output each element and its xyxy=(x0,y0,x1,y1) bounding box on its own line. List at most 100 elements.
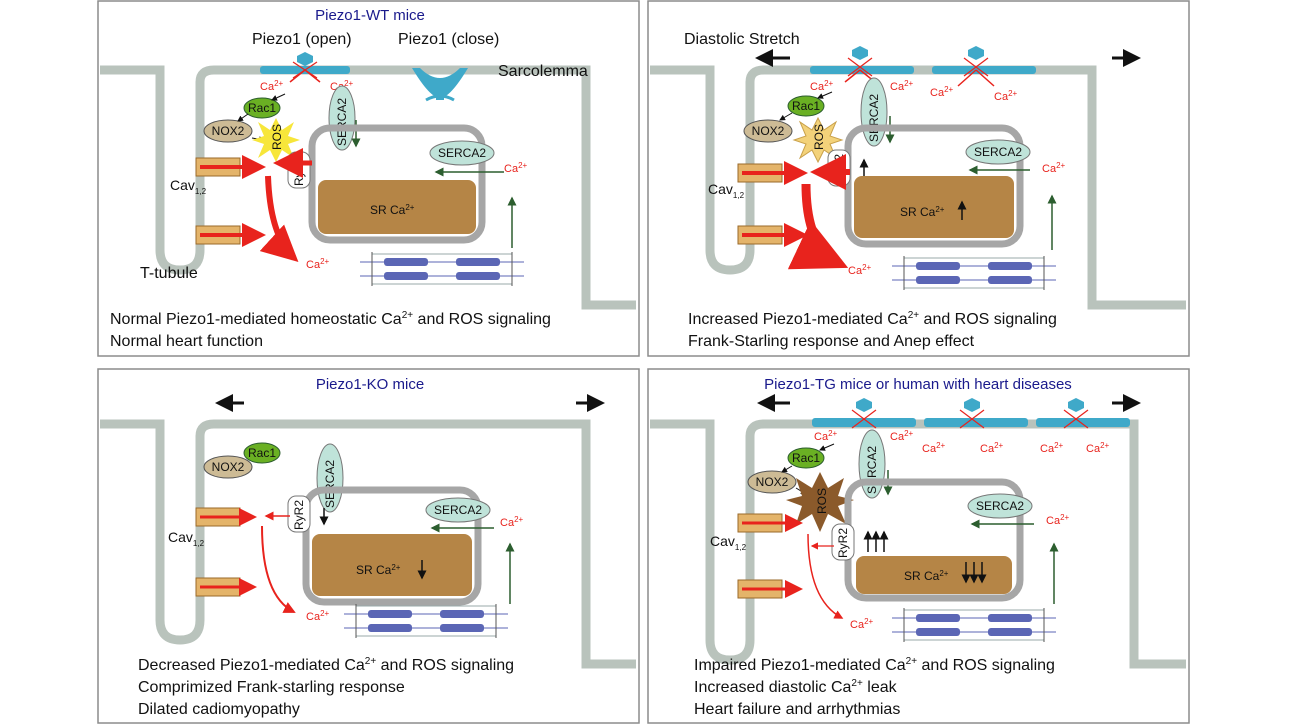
serca2-label: SERCA2 xyxy=(323,460,337,508)
caption-line: Dilated cadiomyopathy xyxy=(138,701,300,718)
ros-label: ROS xyxy=(815,488,829,514)
panel-ko: Piezo1-KO mice Rac1 NOX2 SERCA2 SR Ca2+ … xyxy=(97,368,640,724)
ca-label: Ca2+ xyxy=(260,79,284,93)
piezo1-open-channel xyxy=(812,398,916,429)
ca-label: Ca2+ xyxy=(810,79,834,93)
ca-label: Ca2+ xyxy=(930,85,954,99)
caption-line: Decreased Piezo1-mediated Ca2+ and ROS s… xyxy=(138,656,514,674)
cav-label: Cav1,2 xyxy=(708,181,745,200)
ca-label: Ca2+ xyxy=(890,79,914,93)
nox2-label: NOX2 xyxy=(212,460,245,474)
serca2-label: SERCA2 xyxy=(438,146,486,160)
panel-title: Piezo1-TG mice or human with heart disea… xyxy=(764,376,1072,393)
ryr2-channel: RyR2 xyxy=(287,151,311,189)
panel-border xyxy=(97,368,640,724)
cav12-channel xyxy=(737,163,783,245)
sr-compartment xyxy=(308,124,486,244)
caption-line: Impaired Piezo1-mediated Ca2+ and ROS si… xyxy=(694,656,1055,674)
panel-border xyxy=(647,368,1190,724)
caption-line: Heart failure and arrhythmias xyxy=(694,701,900,718)
calcium-release-arrow xyxy=(787,183,849,270)
piezo-close-label: Piezo1 (close) xyxy=(398,31,499,48)
serca2-horizontal xyxy=(965,139,1031,165)
ros-burst xyxy=(786,472,854,532)
serca2-label: SERCA2 xyxy=(865,446,879,494)
nox2-label: NOX2 xyxy=(752,124,785,138)
cell-membrane xyxy=(100,65,636,310)
rac1-label: Rac1 xyxy=(792,99,820,113)
piezo1-closed-channel xyxy=(412,68,468,102)
sr-ca-label: SR Ca2+ xyxy=(370,203,415,217)
ca-label: Ca2+ xyxy=(500,515,524,529)
panel-border xyxy=(97,0,640,357)
caption-line: Comprimized Frank-starling response xyxy=(138,679,405,696)
ttubule-label: T-tubule xyxy=(140,265,198,282)
ca-label: Ca2+ xyxy=(1040,441,1064,455)
ca-label: Ca2+ xyxy=(306,257,330,271)
sr-calcium-pool xyxy=(318,180,476,234)
nox2-blob xyxy=(743,119,793,143)
piezo1-open-channel xyxy=(1036,398,1130,429)
ros-label: ROS xyxy=(812,124,826,150)
serca2-vertical xyxy=(328,85,356,151)
panel-wt: Piezo1-WT mice Piezo1 (open) Piezo1 (clo… xyxy=(97,0,640,357)
calcium-release-arrow xyxy=(259,175,299,263)
sr-calcium-pool xyxy=(854,176,1014,238)
nox2-blob xyxy=(203,455,253,479)
caption-line: Normal Piezo1-mediated homeostatic Ca2+ … xyxy=(110,310,551,328)
panel-title: Piezo1-WT mice xyxy=(315,7,425,24)
svg-text:RyR2: RyR2 xyxy=(832,154,846,184)
sarcomere xyxy=(892,256,1056,290)
ca-label: Ca2+ xyxy=(848,263,872,277)
panel-tg: Piezo1-TG mice or human with heart disea… xyxy=(647,368,1190,724)
cav-label: Cav1,2 xyxy=(170,177,207,196)
cell-membrane xyxy=(100,419,636,669)
calcium-release-arrow xyxy=(807,533,844,619)
rac1-label: Rac1 xyxy=(248,101,276,115)
sarcomere xyxy=(360,252,524,286)
sr-ca-label: SR Ca2+ xyxy=(904,569,949,583)
calcium-release-arrow xyxy=(261,525,296,613)
cav-label: Cav1,2 xyxy=(168,529,205,548)
panel-wt-stretch: Diastolic Stretch Ca2+ Ca2+ Ca2+ Ca2+ Ra… xyxy=(647,0,1190,357)
nox2-blob xyxy=(747,470,797,494)
cav12-channel xyxy=(737,513,783,599)
ryr2-channel: RyR2 xyxy=(287,495,311,533)
ryr2-channel: RyR2 xyxy=(831,523,855,561)
sr-calcium-pool xyxy=(856,556,1012,594)
ca-label: Ca2+ xyxy=(306,609,330,623)
rac1-label: Rac1 xyxy=(248,446,276,460)
ca-label: Ca2+ xyxy=(1086,441,1110,455)
ros-label: ROS xyxy=(270,124,284,150)
sarcolemma-label: Sarcolemma xyxy=(498,63,588,80)
piezo1-open-channel xyxy=(924,398,1028,429)
serca2-horizontal xyxy=(425,497,491,523)
piezo1-open-channel xyxy=(260,52,350,83)
ca-label: Ca2+ xyxy=(980,441,1004,455)
ca-label: Ca2+ xyxy=(814,429,838,443)
sarcomere xyxy=(892,608,1056,642)
rac1-blob xyxy=(243,97,281,119)
ca-label: Ca2+ xyxy=(1042,161,1066,175)
sr-ca-label: SR Ca2+ xyxy=(900,205,945,219)
serca2-horizontal xyxy=(967,493,1033,519)
serca2-horizontal xyxy=(429,140,495,166)
ca-label: Ca2+ xyxy=(922,441,946,455)
cell-membrane xyxy=(650,419,1186,669)
sr-compartment xyxy=(844,124,1024,248)
ca-label: Ca2+ xyxy=(1046,513,1070,527)
nox2-blob xyxy=(203,119,253,143)
ca-label: Ca2+ xyxy=(890,429,914,443)
serca2-label: SERCA2 xyxy=(974,145,1022,159)
ca-label: Ca2+ xyxy=(850,617,874,631)
rac1-blob xyxy=(787,95,825,117)
rac1-blob xyxy=(243,442,281,464)
sr-compartment xyxy=(302,486,482,606)
caption-line: Increased diastolic Ca2+ leak xyxy=(694,678,898,696)
panel-title: Piezo1-KO mice xyxy=(316,376,424,393)
caption-line: Normal heart function xyxy=(110,333,263,350)
rac1-blob xyxy=(787,447,825,469)
serca2-vertical xyxy=(316,443,344,513)
svg-text:RyR2: RyR2 xyxy=(292,500,306,530)
